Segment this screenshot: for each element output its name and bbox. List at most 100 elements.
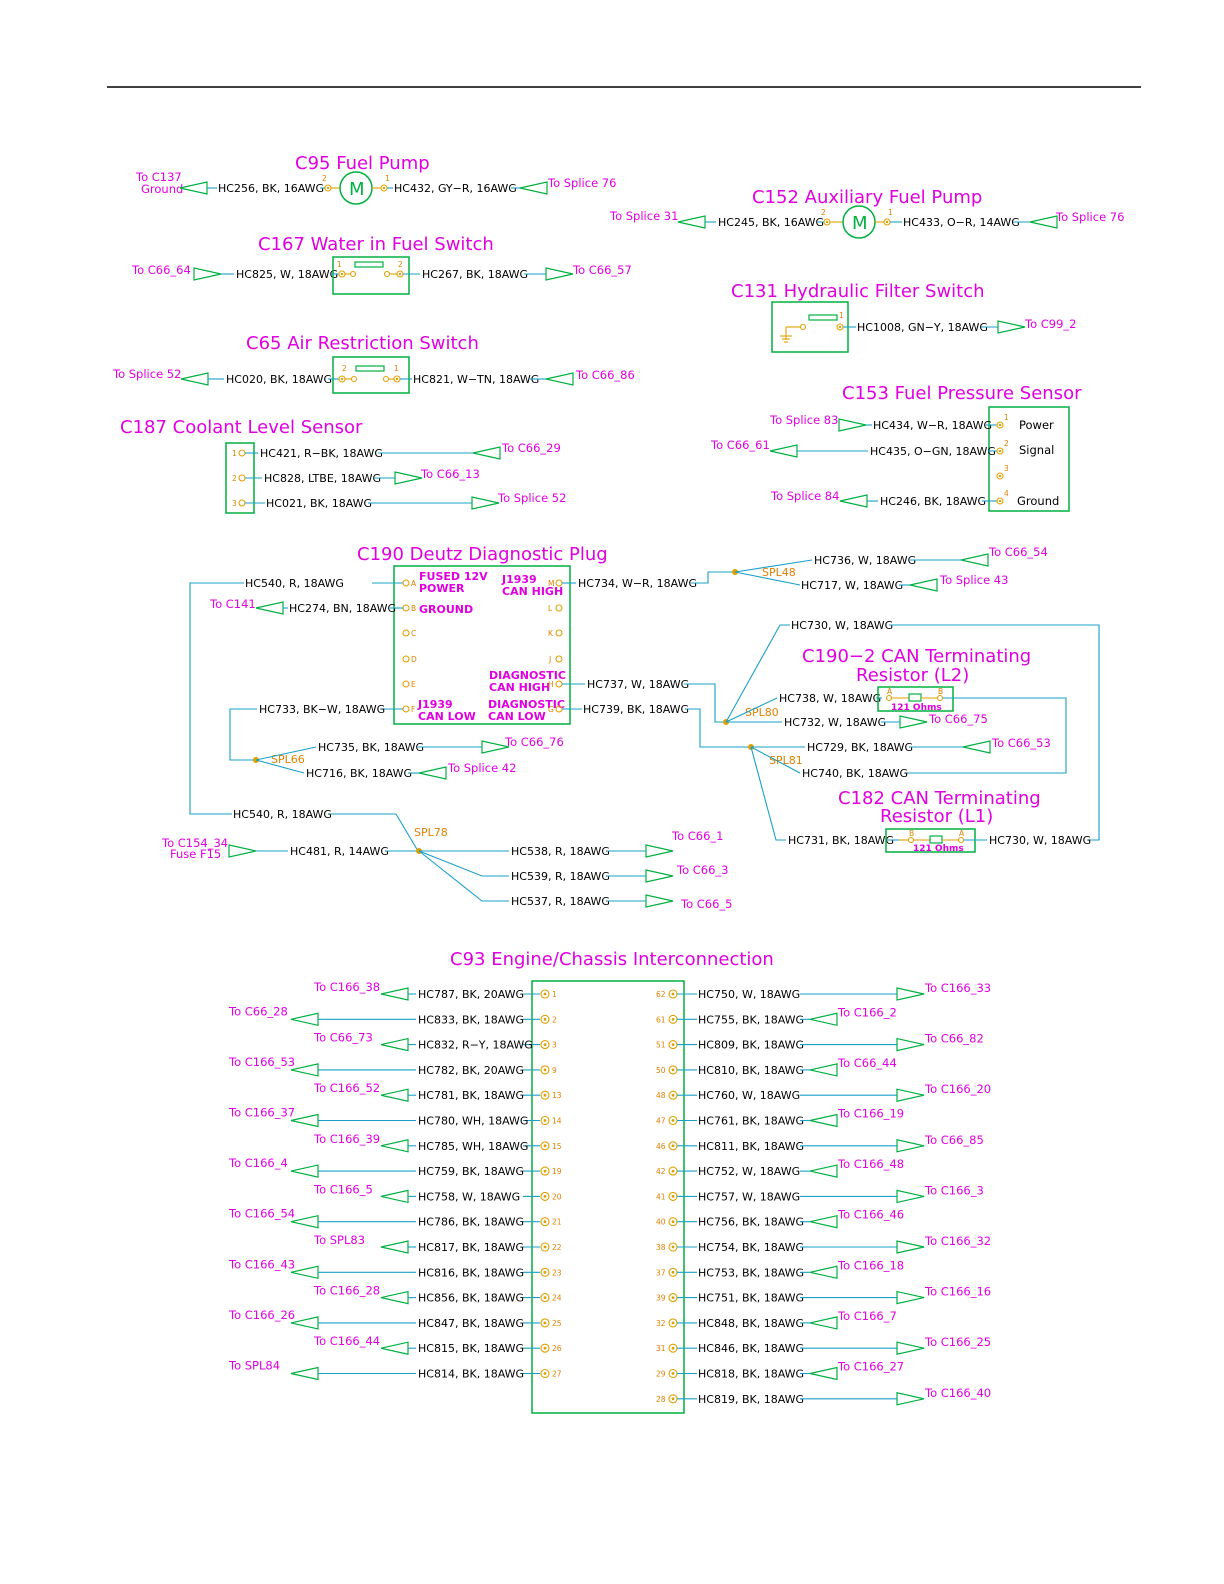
c93-wire-label: HC815, BK, 18AWG [418, 1342, 524, 1355]
c93-pin-number: 1 [552, 990, 557, 999]
wire-hc731: HC731, BK, 18AWG [788, 834, 894, 847]
c93-dest-label: To C166_5 [313, 1182, 373, 1196]
c93-pin-number: 31 [656, 1344, 666, 1353]
svg-text:H: H [548, 680, 554, 689]
c93-dest-label: To C166_27 [837, 1360, 904, 1374]
c190-label-diagcanlow: CAN LOW [488, 710, 546, 723]
c95-left-dest-2: Ground [141, 182, 183, 196]
c93-pin-number: 38 [656, 1243, 666, 1252]
arrow-c152-right [1029, 215, 1058, 229]
c93-arrow [809, 1012, 838, 1027]
c93-dest-label: To C166_7 [837, 1309, 897, 1323]
c190-label-diagl: DIAGNOSTIC [488, 698, 565, 711]
c93-arrow [896, 1189, 925, 1204]
wire-hc540-b: HC540, R, 18AWG [233, 808, 332, 821]
title-c190-2-b: Resistor (L2) [856, 665, 969, 686]
c93-dest-label: To C166_40 [924, 1386, 991, 1400]
c93-wire-label: HC757, W, 18AWG [698, 1190, 800, 1203]
c93-pin-number: 23 [552, 1268, 562, 1277]
svg-text:2: 2 [342, 364, 347, 373]
c93-wire-label: HC848, BK, 18AWG [698, 1317, 804, 1330]
c93-pin-number: 51 [656, 1041, 666, 1050]
c93-dest-label: To C166_16 [924, 1285, 991, 1299]
c93-wire-label: HC759, BK, 18AWG [418, 1165, 524, 1178]
wire-hc717: HC717, W, 18AWG [801, 579, 903, 592]
c93-arrow [896, 1240, 925, 1254]
wire-hc540-a: HC540, R, 18AWG [245, 577, 344, 590]
spl66-dest-1: To C66_76 [504, 735, 564, 749]
c93-dest-label: To C166_53 [228, 1055, 295, 1069]
c93-arrow [896, 1341, 925, 1355]
arrow-c131-right [997, 320, 1026, 334]
c93-pin-number: 2 [552, 1015, 557, 1024]
spl48-label: SPL48 [762, 566, 796, 579]
c131-right-dest: To C99_2 [1024, 317, 1077, 331]
c93-dest-label: To C166_4 [228, 1156, 288, 1170]
c93-dest-label: To C166_20 [924, 1082, 991, 1096]
c93-wire-label: HC761, BK, 18AWG [698, 1115, 804, 1128]
svg-text:B: B [938, 687, 943, 696]
svg-text:B: B [909, 829, 914, 838]
c153-pin-power: Power [1019, 418, 1054, 432]
wire-hc421: HC421, R−BK, 18AWG [260, 447, 383, 460]
c93-wire-label: HC811, BK, 18AWG [698, 1140, 804, 1153]
title-c187: C187 Coolant Level Sensor [120, 417, 363, 438]
c93-wire-label: HC816, BK, 18AWG [418, 1266, 524, 1279]
c93-pin-number: 37 [656, 1268, 666, 1277]
wire-hc734: HC734, W−R, 18AWG [578, 577, 697, 590]
c93-dest-label: To C66_73 [313, 1031, 373, 1045]
c93-wire-label: HC786, BK, 18AWG [418, 1216, 524, 1229]
c93-pin-number: 26 [552, 1344, 562, 1353]
c93-dest-label: To C166_46 [837, 1208, 904, 1222]
arrow-c167-right [545, 267, 574, 281]
c93-dest-label: To C166_3 [924, 1183, 984, 1197]
c190-2-resistor-value: 121 Ohms [891, 703, 942, 713]
c93-pin-number: 29 [656, 1370, 666, 1379]
svg-text:1: 1 [1004, 413, 1009, 422]
c93-left-wires: 1 HC787, BK, 20AWG To C166_38 2 HC833, BK, 1… [228, 980, 562, 1381]
title-c95: C95 Fuel Pump [295, 153, 430, 174]
c190-label-diagcanhigh: CAN HIGH [489, 681, 550, 694]
svg-text:C: C [411, 629, 416, 638]
title-c65: C65 Air Restriction Switch [246, 333, 479, 354]
wire-hc732: HC732, W, 18AWG [784, 716, 886, 729]
wire-hc828: HC828, LTBE, 18AWG [264, 472, 381, 485]
c93-dest-label: To C166_43 [228, 1257, 295, 1271]
c65-right-dest: To C66_86 [575, 368, 635, 382]
c93-wire-label: HC754, BK, 18AWG [698, 1241, 804, 1254]
c93-pin-number: 32 [656, 1319, 666, 1328]
spl66-dest-2: To Splice 42 [447, 761, 516, 775]
c93-wire-label: HC833, BK, 18AWG [418, 1013, 524, 1026]
wire-hc825: HC825, W, 18AWG [236, 268, 338, 281]
wire-hc730-top: HC730, W, 18AWG [791, 619, 893, 632]
c93-arrow [809, 1113, 838, 1128]
c93-wire-label: HC756, BK, 18AWG [698, 1216, 804, 1229]
c93-pin-number: 24 [552, 1294, 562, 1303]
arrow-c167-left [193, 267, 222, 281]
c93-pin-number: 28 [656, 1395, 666, 1404]
svg-text:2: 2 [322, 174, 327, 183]
c93-wire-label: HC780, WH, 18AWG [418, 1115, 528, 1128]
c93-pin-number: 25 [552, 1319, 562, 1328]
c93-dest-label: To C166_19 [837, 1107, 904, 1121]
c93-right-row: 32 HC848, BK, 18AWG To C166_7 [656, 1309, 897, 1330]
c93-pin-number: 48 [656, 1091, 666, 1100]
c93-dest-label: To C166_37 [228, 1106, 295, 1120]
c93-arrow [809, 1214, 838, 1229]
c93-pin-number: 14 [552, 1117, 562, 1126]
svg-text:1: 1 [839, 311, 844, 320]
c93-left-row: 23 HC816, BK, 18AWG To C166_43 [228, 1257, 562, 1279]
c167-left-dest: To C66_64 [131, 263, 191, 277]
c93-dest-label: To C166_38 [313, 980, 380, 994]
c93-arrow [809, 1316, 838, 1330]
c93-wire-label: HC787, BK, 20AWG [418, 988, 524, 1001]
